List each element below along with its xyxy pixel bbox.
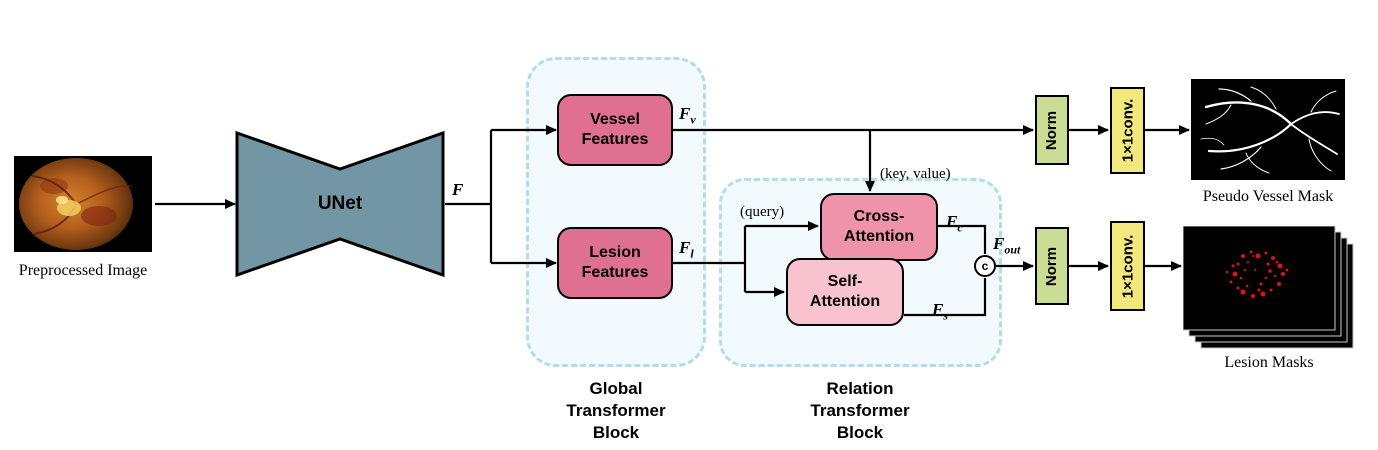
unet-label: UNet: [317, 193, 363, 214]
pseudo-vessel-mask-image: [1191, 79, 1345, 180]
feature-fout-label: Fout: [993, 234, 1021, 257]
self-attention-box: Self-Attention: [786, 258, 904, 326]
norm-box-bottom: Norm: [1035, 227, 1069, 305]
unet-shape: [235, 130, 445, 278]
fundus-image: [14, 156, 152, 252]
feature-f-label: F: [452, 180, 464, 199]
norm-box-top: Norm: [1035, 95, 1069, 165]
feature-fs-label: Fs: [932, 300, 949, 323]
cross-attention-box: Cross-Attention: [820, 193, 938, 261]
global-transformer-block-title: Global Transformer Block: [566, 379, 666, 442]
lesion-masks-caption: Lesion Masks: [1224, 354, 1314, 371]
concat-node: c: [974, 255, 996, 277]
relation-transformer-block-title: Relation Transformer Block: [810, 379, 910, 442]
query-annotation: (query): [740, 204, 785, 220]
lesion-features-box: Lesion Features: [557, 227, 673, 299]
conv-box-bottom: 1×1conv.: [1110, 221, 1145, 311]
feature-fv-label: Fv: [679, 104, 696, 127]
pseudo-vessel-mask-caption: Pseudo Vessel Mask: [1202, 188, 1334, 205]
preprocessed-image-caption: Preprocessed Image: [18, 262, 148, 279]
key-value-annotation: (key, value): [880, 166, 951, 182]
vessel-features-box: Vessel Features: [557, 94, 673, 166]
feature-fl-label: Fl: [679, 238, 694, 261]
feature-fc-label: Fc: [946, 212, 963, 235]
conv-box-top: 1×1conv.: [1110, 87, 1145, 174]
lesion-masks-image: [1183, 226, 1354, 349]
